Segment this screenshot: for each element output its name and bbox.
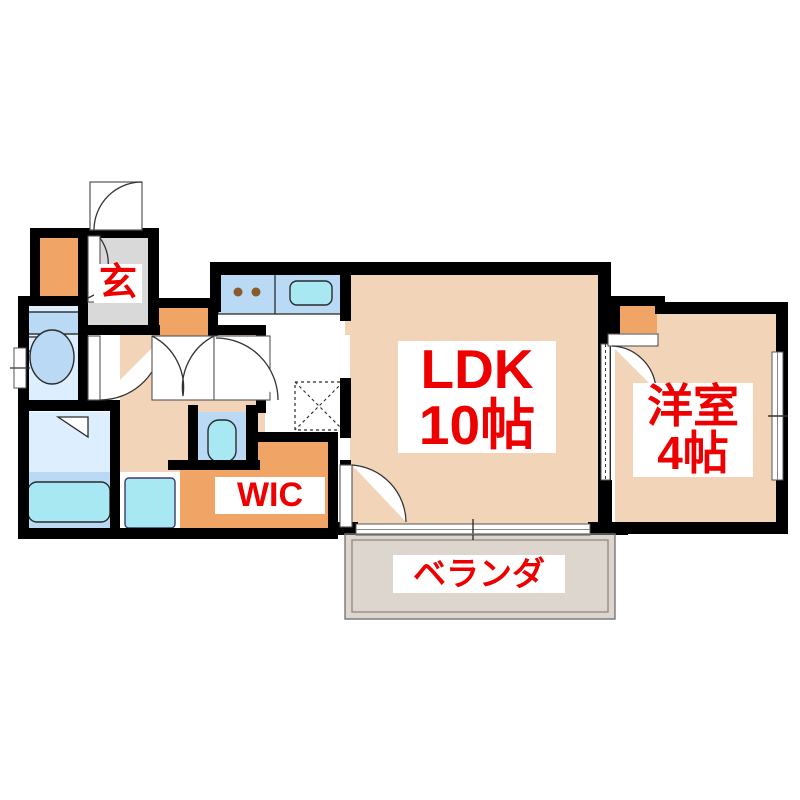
wall-yoshitsu-left-lower [600,480,612,532]
yoshitsu-window[interactable] [768,351,788,481]
balcony-outline [344,533,616,620]
wall-wic-right [328,432,338,532]
entrance-door[interactable] [89,181,143,231]
hall-closet-fill [155,307,215,337]
room-label-ldk: LDK 10帖 [398,341,556,453]
wall-genkan-mid-v [78,238,88,306]
wall-genkan-right [148,228,159,335]
wall-yoshitsu-closet-left [610,296,620,341]
ceiling-vent-icon [294,381,344,431]
fixture-details [23,271,347,529]
wall-ldk-kitchen-right [340,275,351,321]
bathtub [27,481,111,523]
wall-hall-right-upper [208,325,266,335]
wall-washbasin-bottom [188,460,260,470]
gas-burner-knob-left [233,287,243,297]
balcony-inner-border [351,539,609,613]
yoshitsu-closet-fill [615,305,657,333]
wall-hall-closet-right [208,298,218,338]
kitchen-sink-bowl [289,280,333,306]
wall-bath-right [110,411,120,530]
wall-wc-bottom [18,400,120,411]
balcony-window[interactable] [355,519,591,540]
wall-genkan-top [30,228,155,238]
wc-window[interactable] [10,347,30,389]
wall-genkan-left [30,228,40,306]
washroom-door[interactable] [151,335,215,401]
washbasin-bowl [207,419,237,463]
room-label-veranda: ベランダ [393,555,565,593]
wall-ldk-top [210,262,610,275]
room-label-genkan: 玄 [94,264,142,303]
wall-ldk-left-mid [340,378,351,438]
wall-hall-top-left [88,325,160,335]
walls [18,228,788,539]
wall-wet-left [18,296,29,538]
wall-wc-right [78,306,88,406]
gas-burner-knob-right [251,287,261,297]
wall-yoshitsu-bottom [612,522,788,534]
wall-yoshitsu-top [655,302,788,314]
washroom-basin-mark [55,416,89,439]
wall-yoshitsu-closet-top [610,296,665,306]
toilet-bowl [29,329,75,385]
wall-genkan-left-lower [18,296,88,306]
wall-wic-top [246,432,338,442]
wall-hall-closet-top [150,298,218,308]
ldk-side-window[interactable] [600,343,611,481]
yoshitsu-door[interactable] [607,333,659,391]
ldk-wic-door[interactable] [339,464,407,528]
windows [10,343,788,620]
wall-ldk-left-upper [210,262,221,312]
ldk-hall-door[interactable] [213,335,279,401]
wall-wet-bottom [18,528,338,539]
wall-wic-left [168,460,190,470]
room-label-wic: WIC [215,476,325,515]
washing-machine-pan [124,477,176,529]
wall-washbasin-left [188,405,198,467]
room-label-yoshitsu: 洋室 4帖 [633,383,753,477]
